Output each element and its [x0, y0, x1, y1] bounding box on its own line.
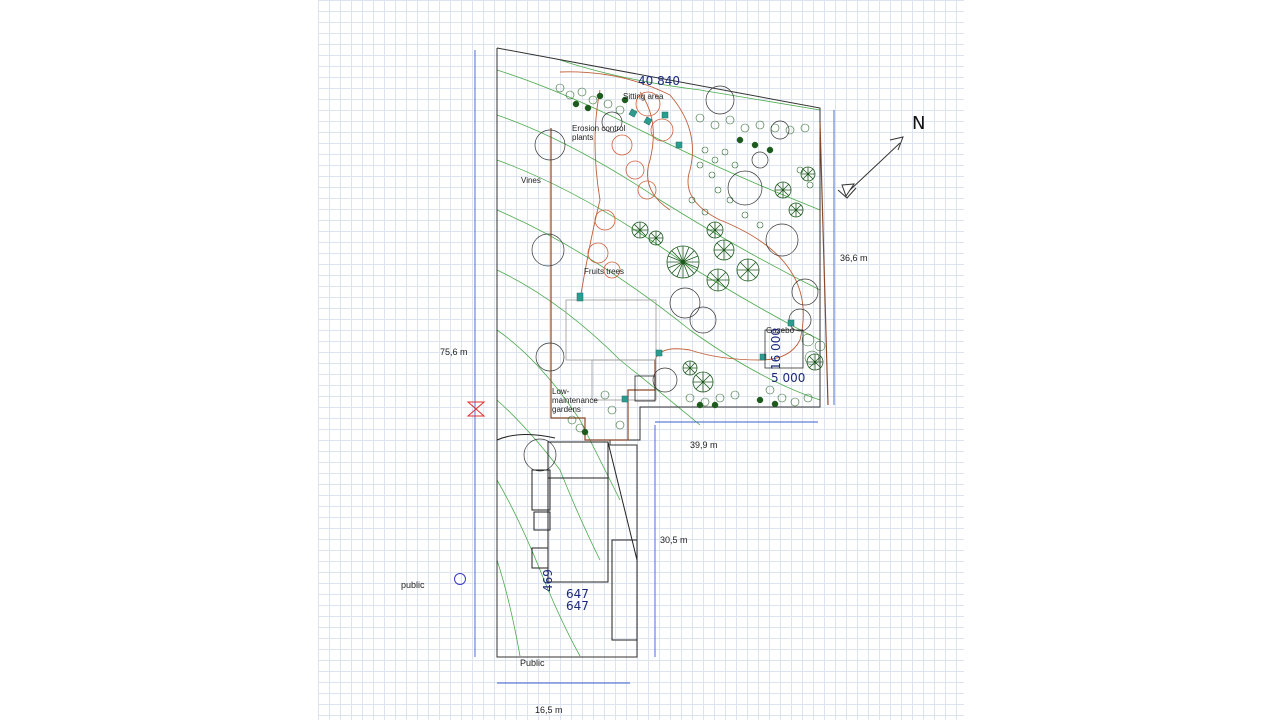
- teal-fixtures: [576, 108, 795, 403]
- dim-right-edge: 36,6 m: [840, 253, 868, 263]
- shrubs: [555, 83, 814, 433]
- dim-gazebo-a: 16 000: [769, 328, 783, 370]
- fruit-trees: [587, 91, 674, 279]
- dim-bottom-width: 16,5 m: [535, 705, 563, 715]
- label-gazebo: Gazebo: [766, 326, 795, 335]
- outline-trees: [523, 85, 819, 472]
- label-sitting-area: Sitting area: [623, 92, 664, 101]
- dim-left-total: 75,6 m: [440, 347, 468, 357]
- north-arrow: [837, 136, 904, 199]
- garden-path: [559, 71, 804, 361]
- north-label: N: [912, 113, 925, 134]
- dim-house-c: 647: [566, 599, 589, 613]
- gazebo: [764, 329, 804, 369]
- dim-house-a: 469: [541, 569, 555, 592]
- label-low-maintenance-1: Low-: [552, 387, 570, 396]
- dim-gazebo-b: 5 000: [771, 371, 805, 385]
- label-erosion-control: Erosion control: [572, 124, 626, 133]
- paved-terrace: [565, 299, 657, 402]
- utility-marker: [454, 573, 466, 585]
- label-low-maintenance-2: maintenance: [552, 396, 598, 405]
- starburst-trees: [631, 166, 824, 393]
- contour-lines: [496, 59, 821, 657]
- label-vines: Vines: [521, 176, 541, 185]
- label-fruit-trees: Fruits trees: [584, 267, 624, 276]
- label-public-side: public: [401, 580, 425, 590]
- dim-lower-step: 39,9 m: [690, 440, 718, 450]
- dim-top-edge: 40 840: [638, 74, 680, 88]
- house-footprint: [496, 434, 638, 641]
- label-public-bottom: Public: [520, 658, 545, 668]
- survey-marker: [466, 401, 486, 417]
- dim-house-b: 647: [566, 587, 589, 601]
- label-low-maintenance-3: gardens: [552, 405, 581, 414]
- garden-edge: [550, 121, 829, 441]
- evergreen-shrubs: [572, 92, 826, 436]
- label-erosion-control-plants: plants: [572, 133, 593, 142]
- dim-lower-right: 30,5 m: [660, 535, 688, 545]
- dimension-lines: [474, 50, 835, 684]
